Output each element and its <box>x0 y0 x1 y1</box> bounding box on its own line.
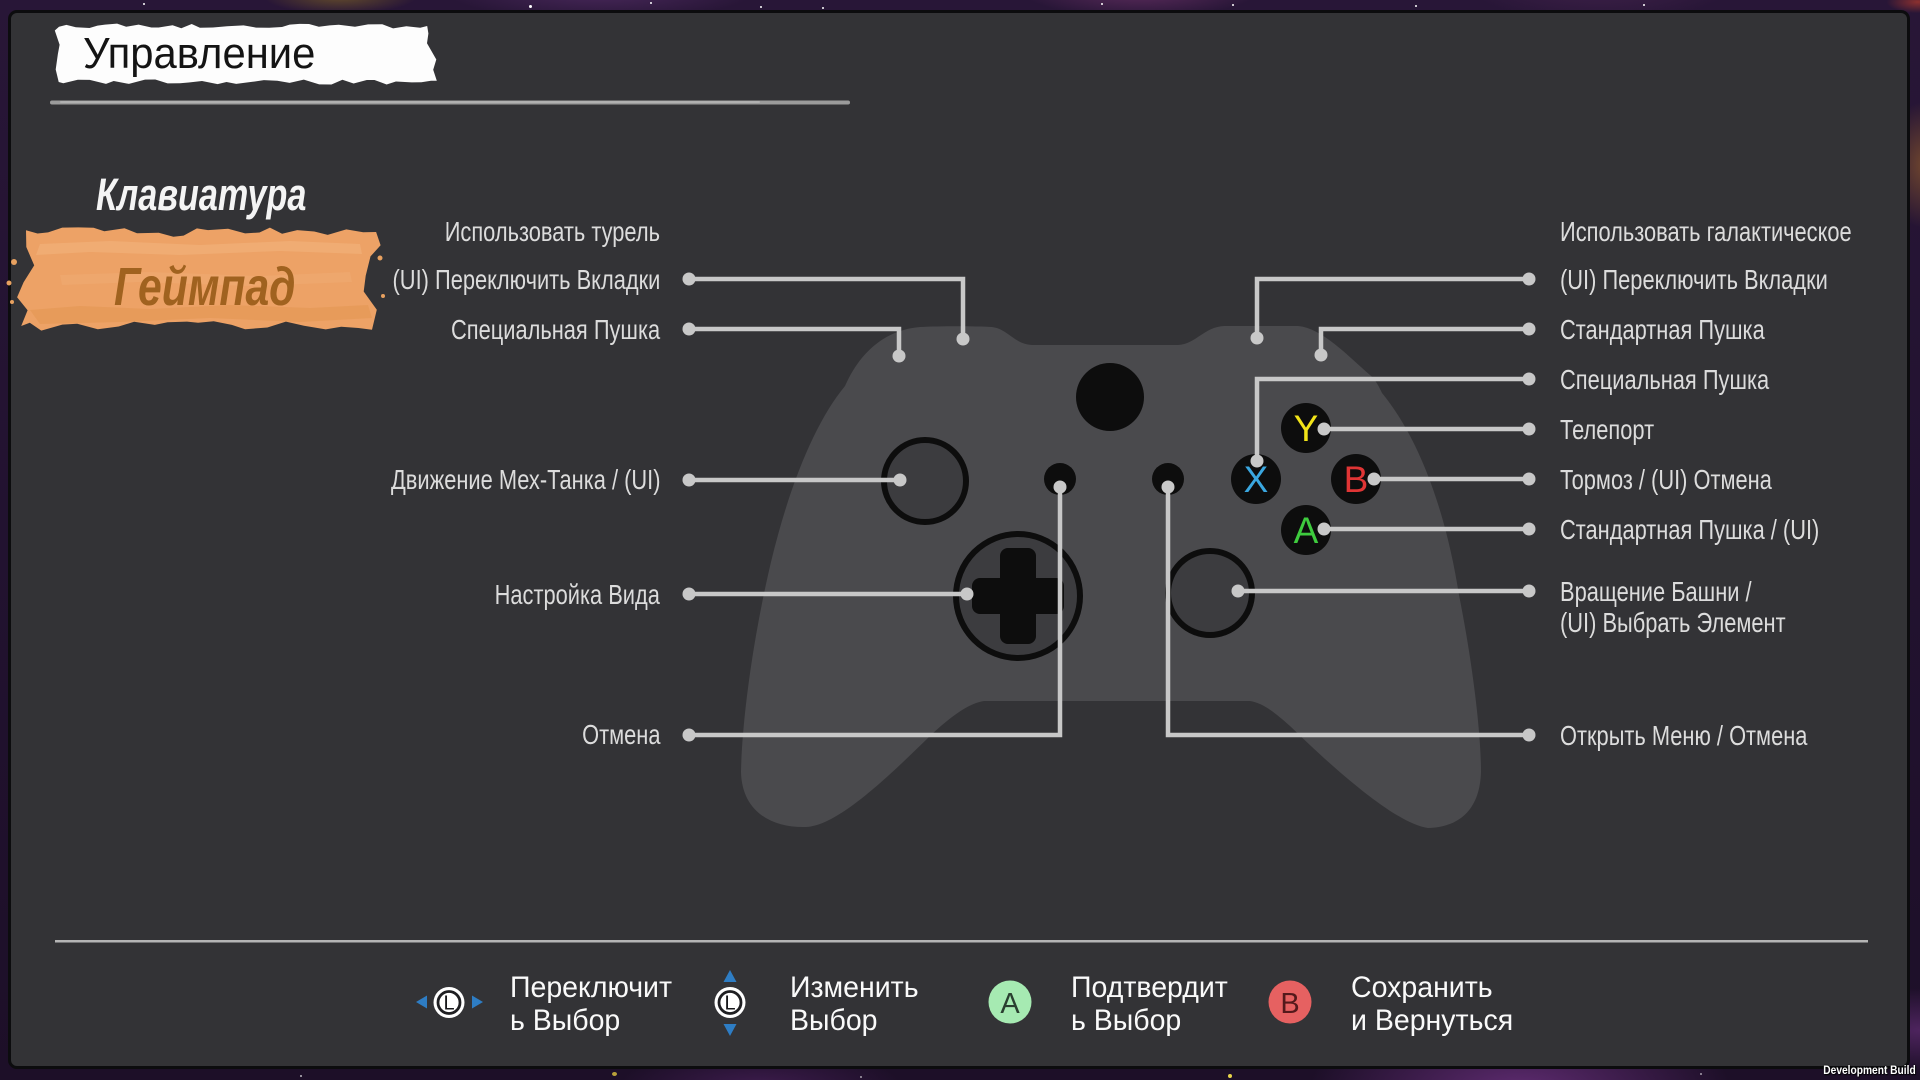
svg-text:A: A <box>1000 988 1020 1020</box>
svg-text:Y: Y <box>1294 408 1319 449</box>
svg-text:L: L <box>724 993 735 1015</box>
svg-text:B: B <box>1344 459 1369 500</box>
svg-text:L: L <box>443 993 454 1015</box>
svg-text:B: B <box>1280 988 1299 1020</box>
svg-text:A: A <box>1294 510 1319 551</box>
